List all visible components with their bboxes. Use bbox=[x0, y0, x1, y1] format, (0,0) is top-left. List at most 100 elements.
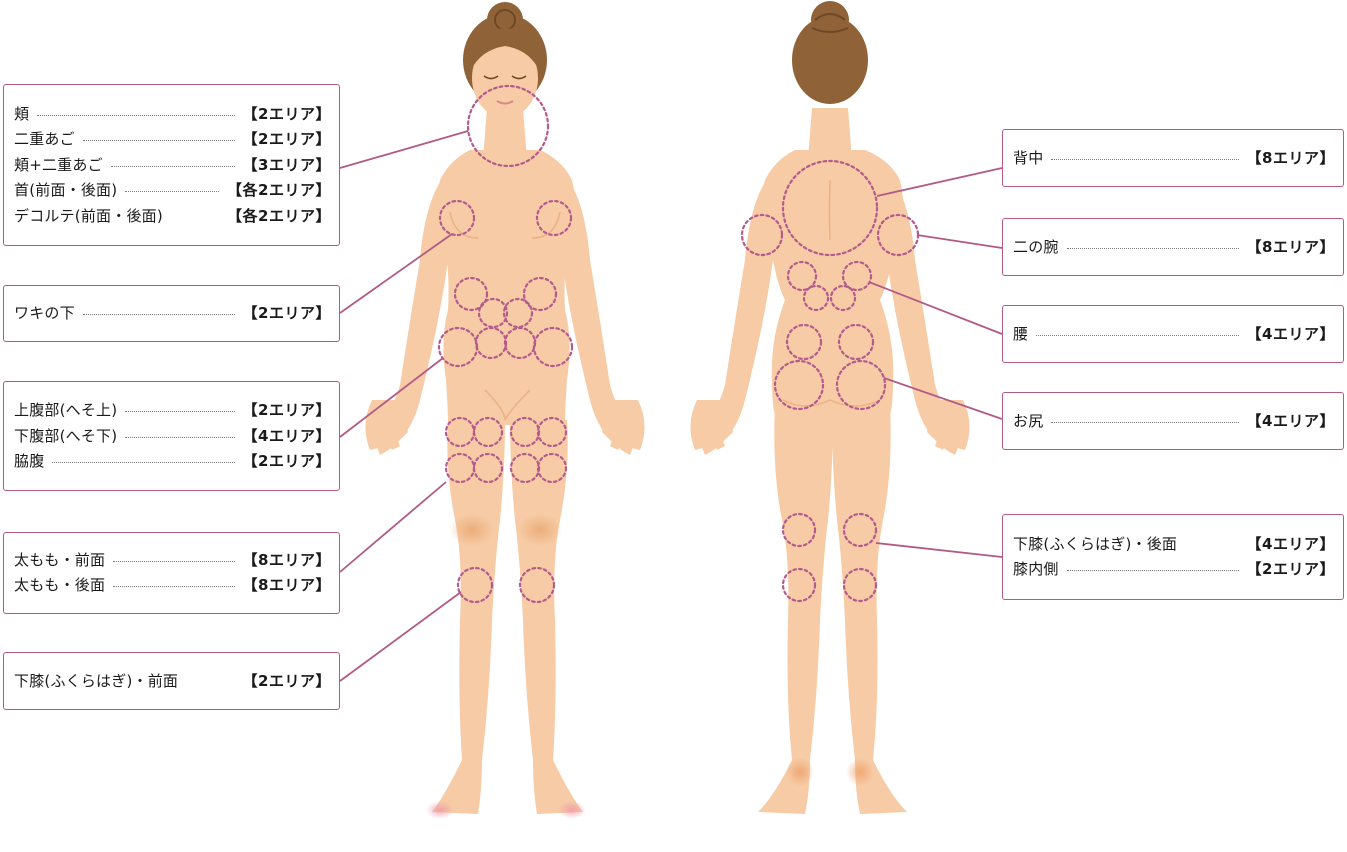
area-name: 首(前面・後面) bbox=[14, 181, 118, 199]
label-row: 下膝(ふくらはぎ)・後面 【4エリア】 bbox=[1013, 532, 1335, 558]
area-count: 【8エリア】 bbox=[1246, 237, 1335, 256]
back-calf-circle bbox=[842, 567, 878, 603]
leader-dots bbox=[110, 165, 235, 167]
leader-dots bbox=[125, 411, 235, 412]
area-name: 二の腕 bbox=[1013, 237, 1059, 256]
armpit-connector bbox=[339, 233, 453, 314]
area-count: 【2エリア】 bbox=[242, 304, 331, 322]
back-waist-circle bbox=[802, 284, 830, 312]
label-row: 太もも・後面【8エリア】 bbox=[14, 573, 331, 599]
area-name: 背中 bbox=[1013, 148, 1044, 167]
area-name: 頬+二重あご bbox=[14, 155, 103, 174]
area-name: 上腹部(へそ上) bbox=[14, 401, 118, 419]
face-area-circle bbox=[466, 84, 550, 168]
leader-dots bbox=[1051, 158, 1239, 160]
label-row: 背中 【8エリア】 bbox=[1013, 145, 1335, 171]
area-name: 頬 bbox=[14, 104, 30, 123]
area-count: 【2エリア】 bbox=[242, 104, 331, 123]
area-count: 【2エリア】 bbox=[242, 401, 331, 419]
leader-dots bbox=[1066, 247, 1239, 249]
back-upper-arm-circle bbox=[740, 213, 784, 257]
area-name: 下膝(ふくらはぎ)・後面 bbox=[1013, 534, 1178, 553]
label-box-calf-back: 下膝(ふくらはぎ)・後面 【4エリア】 膝内側 【2エリア】 bbox=[1002, 514, 1344, 600]
abdomen-connector bbox=[339, 357, 444, 438]
leader-dots bbox=[1051, 421, 1239, 423]
front-armpit-left-circle bbox=[438, 199, 476, 237]
leader-dots bbox=[1036, 334, 1239, 336]
label-row: 二の腕 【8エリア】 bbox=[1013, 234, 1335, 260]
area-count: 【2エリア】 bbox=[242, 452, 331, 470]
leader-dots bbox=[125, 191, 220, 192]
area-count: 【3エリア】 bbox=[242, 155, 331, 174]
back-waist-circle bbox=[829, 284, 857, 312]
label-row: お尻【4エリア】 bbox=[1013, 408, 1335, 434]
back-calf-circle bbox=[781, 567, 817, 603]
area-name: 腰 bbox=[1013, 324, 1029, 343]
face-connector bbox=[339, 130, 469, 169]
label-box-thigh: 太もも・前面【8エリア】 太もも・後面【8エリア】 bbox=[3, 532, 340, 614]
front-thigh-circle bbox=[472, 452, 504, 484]
label-row: デコルテ(前面・後面) 【各2エリア】 bbox=[14, 203, 331, 229]
calf-front-connector bbox=[339, 591, 462, 682]
leader-dots bbox=[1066, 570, 1239, 572]
area-name: 膝内側 bbox=[1013, 560, 1059, 579]
label-row: 膝内側 【2エリア】 bbox=[1013, 557, 1335, 583]
label-box-waist: 腰 【4エリア】 bbox=[1002, 305, 1344, 363]
area-count: 【2エリア】 bbox=[1246, 560, 1335, 579]
label-row: 頬 【2エリア】 bbox=[14, 101, 331, 127]
area-name: 太もも・前面 bbox=[14, 550, 106, 569]
area-name: ワキの下 bbox=[14, 304, 75, 322]
leader-dots bbox=[82, 314, 235, 315]
back-buttocks-circle bbox=[785, 323, 823, 361]
area-count: 【4エリア】 bbox=[1246, 324, 1335, 343]
front-thigh-circle bbox=[536, 416, 568, 448]
label-row: 二重あご 【2エリア】 bbox=[14, 127, 331, 153]
label-row: 太もも・前面 【8エリア】 bbox=[14, 548, 331, 574]
area-name: 下膝(ふくらはぎ)・前面 bbox=[14, 671, 179, 690]
label-box-abdomen: 上腹部(へそ上) 【2エリア】 下腹部(へそ下)【4エリア】 脇腹 【2エリア】 bbox=[3, 381, 340, 491]
front-thigh-circle bbox=[472, 416, 504, 448]
label-row: 脇腹 【2エリア】 bbox=[14, 449, 331, 475]
area-count: 【2エリア】 bbox=[242, 130, 331, 148]
front-abdomen-circle bbox=[477, 297, 509, 329]
back-waist-circle bbox=[786, 260, 818, 292]
front-abdomen-circle bbox=[522, 276, 558, 312]
leader-dots bbox=[113, 586, 235, 588]
area-count: 【2エリア】 bbox=[242, 671, 331, 690]
label-box-upper-arm: 二の腕 【8エリア】 bbox=[1002, 218, 1344, 276]
leader-dots bbox=[186, 682, 234, 683]
area-count: 【8エリア】 bbox=[242, 550, 331, 569]
front-thigh-circle bbox=[536, 452, 568, 484]
back-buttocks-circle bbox=[837, 323, 875, 361]
label-row: 下膝(ふくらはぎ)・前面 【2エリア】 bbox=[14, 668, 331, 694]
area-name: 脇腹 bbox=[14, 452, 45, 470]
back-buttocks-circle bbox=[773, 359, 825, 411]
waist-connector bbox=[868, 281, 1003, 335]
front-abdomen-circle bbox=[502, 297, 534, 329]
area-count: 【各2エリア】 bbox=[227, 181, 331, 199]
label-row: 上腹部(へそ上) 【2エリア】 bbox=[14, 398, 331, 424]
label-row: ワキの下 【2エリア】 bbox=[14, 301, 331, 327]
label-row: 下腹部(へそ下)【4エリア】 bbox=[14, 423, 331, 449]
back-calf-circle bbox=[842, 512, 878, 548]
back-area-circle bbox=[781, 159, 879, 257]
label-box-face: 頬【2エリア】 二重あご【2エリア】 頬+二重あご【3エリア】 首(前面・後面)… bbox=[3, 84, 340, 246]
leader-dots bbox=[1185, 545, 1238, 546]
area-count: 【4エリア】 bbox=[1246, 411, 1335, 430]
area-name: デコルテ(前面・後面) bbox=[14, 206, 163, 225]
area-count: 【各2エリア】 bbox=[227, 206, 331, 225]
area-name: 二重あご bbox=[14, 130, 75, 148]
back-connector bbox=[876, 167, 1003, 197]
area-count: 【8エリア】 bbox=[242, 576, 331, 595]
leader-dots bbox=[37, 114, 235, 116]
back-buttocks-circle bbox=[835, 359, 887, 411]
area-count: 【8エリア】 bbox=[1246, 148, 1335, 167]
area-count: 【4エリア】 bbox=[1246, 534, 1335, 553]
calf-back-connector bbox=[875, 542, 1003, 558]
label-box-calf-front: 下膝(ふくらはぎ)・前面 【2エリア】 bbox=[3, 652, 340, 710]
back-body-figure bbox=[690, 1, 970, 814]
leader-dots bbox=[171, 217, 219, 218]
back-calf-circle bbox=[781, 512, 817, 548]
front-abdomen-circle bbox=[532, 326, 574, 368]
